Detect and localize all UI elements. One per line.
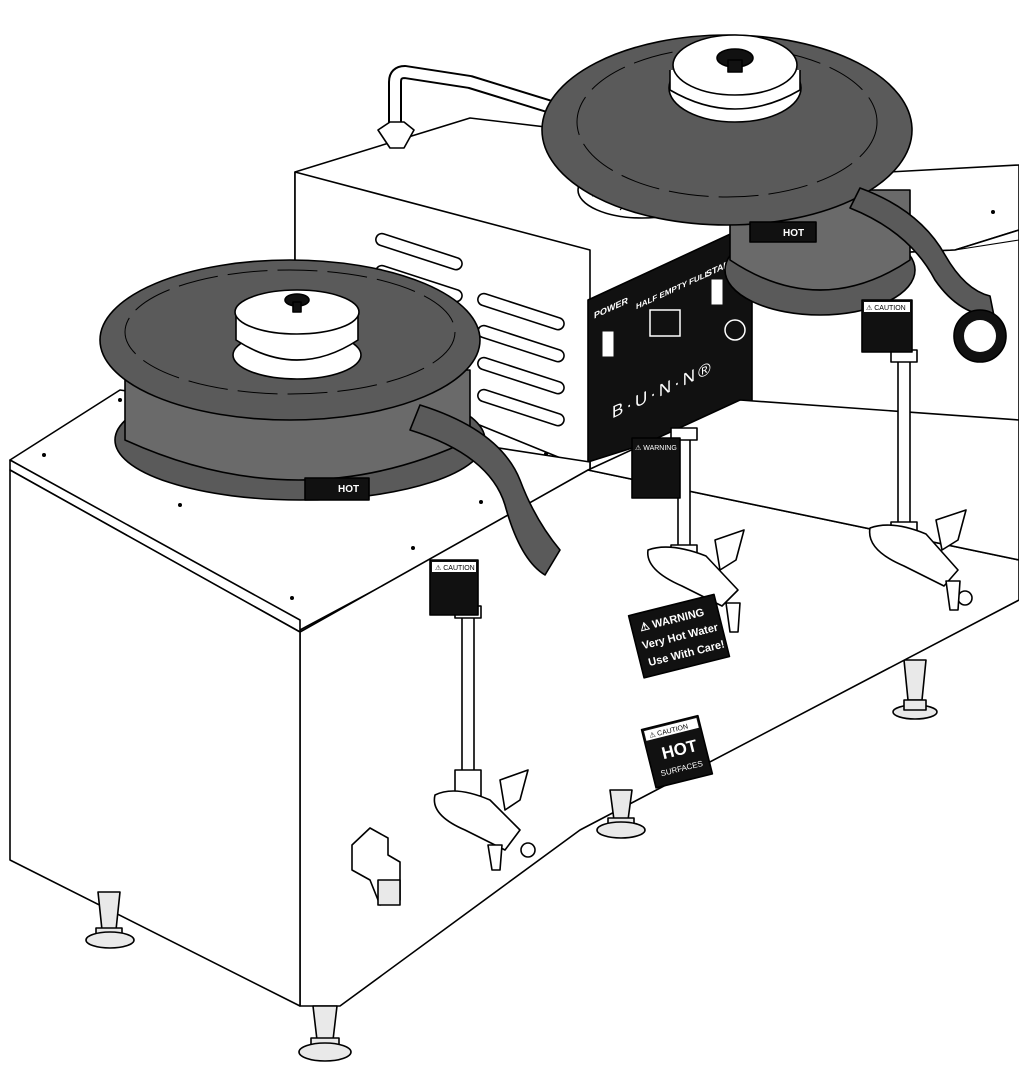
caution-left: ⚠ CAUTION <box>429 559 479 616</box>
center-front-foot <box>298 1005 352 1062</box>
start-switch[interactable] <box>711 279 723 305</box>
right-front-foot <box>596 789 646 839</box>
center-warning-small-title: ⚠ WARNING <box>635 444 677 452</box>
level-selector[interactable] <box>649 309 681 337</box>
left-funnel: HOT <box>99 259 561 576</box>
level-dial[interactable] <box>724 319 746 341</box>
right-faucet[interactable] <box>868 509 973 611</box>
right-funnel-badge-main: HOT <box>783 228 804 239</box>
center-warning-small: ⚠ WARNING <box>631 437 681 499</box>
left-faucet[interactable] <box>433 769 536 871</box>
caution-right: ⚠ CAUTION <box>861 299 913 353</box>
caution-right-title: ⚠ CAUTION <box>866 304 906 312</box>
center-faucet[interactable] <box>647 529 745 633</box>
caution-left-title: ⚠ CAUTION <box>435 564 475 572</box>
right-foot <box>892 659 938 720</box>
power-switch[interactable] <box>602 331 614 357</box>
hot-surfaces-sign: ⚠ CAUTION HOT SURFACES <box>640 714 714 789</box>
left-front-foot <box>85 891 135 949</box>
left-funnel-badge-main: HOT <box>338 484 359 495</box>
water-inlet-fitting <box>351 827 401 906</box>
right-funnel: HOT <box>541 34 1007 363</box>
